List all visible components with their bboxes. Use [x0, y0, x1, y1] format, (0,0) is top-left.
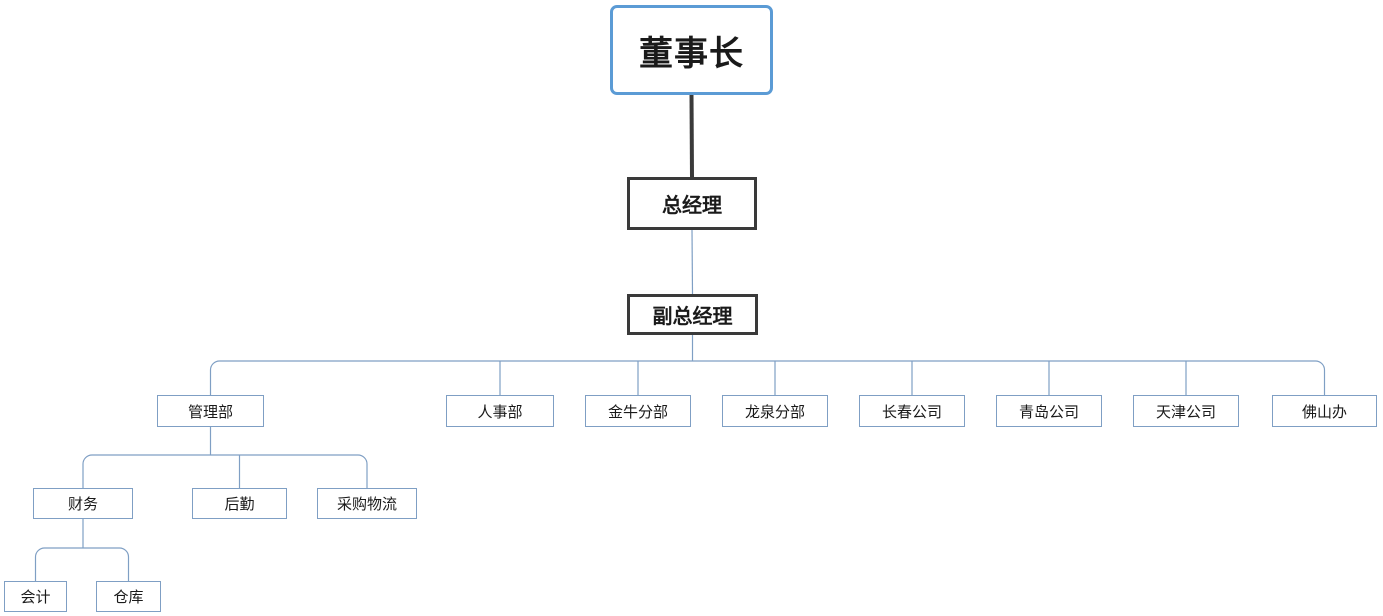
- org-node-longquan[interactable]: 龙泉分部: [722, 395, 828, 427]
- org-node-tianjin[interactable]: 天津公司: [1133, 395, 1239, 427]
- org-node-foshan[interactable]: 佛山办: [1272, 395, 1377, 427]
- bus-level3: [209, 360, 1326, 371]
- org-node-label: 佛山办: [1301, 403, 1347, 421]
- edge-chairman-gm: [689, 94, 694, 178]
- org-node-label: 天津公司: [1155, 403, 1216, 421]
- org-node-label: 管理部: [187, 403, 233, 421]
- org-node-changchun[interactable]: 长春公司: [859, 395, 965, 427]
- org-node-accounting[interactable]: 会计: [4, 581, 67, 612]
- org-node-gm[interactable]: 总经理: [627, 177, 757, 230]
- org-node-label: 财务: [67, 496, 98, 513]
- org-node-label: 青岛公司: [1018, 403, 1079, 421]
- bus-level4: [82, 454, 368, 465]
- org-node-label: 会计: [20, 589, 51, 606]
- org-node-label: 后勤: [224, 496, 255, 513]
- org-node-management[interactable]: 管理部: [157, 395, 264, 427]
- org-node-procurement[interactable]: 采购物流: [317, 488, 417, 519]
- org-node-finance[interactable]: 财务: [33, 488, 133, 519]
- org-node-chairman[interactable]: 董事长: [610, 5, 773, 95]
- org-node-logistics[interactable]: 后勤: [192, 488, 287, 519]
- org-node-label: 长春公司: [881, 403, 942, 421]
- org-node-label: 龙泉分部: [744, 403, 805, 421]
- org-node-deputy_gm[interactable]: 副总经理: [627, 294, 758, 335]
- org-node-label: 董事长: [639, 34, 744, 73]
- org-node-label: 总经理: [662, 195, 722, 217]
- org-node-label: 副总经理: [652, 306, 733, 328]
- org-node-warehouse[interactable]: 仓库: [96, 581, 161, 612]
- org-node-hr[interactable]: 人事部: [446, 395, 554, 427]
- org-node-label: 采购物流: [336, 496, 397, 513]
- org-node-label: 仓库: [113, 589, 144, 606]
- edge-gm-deputy_gm: [691, 229, 694, 295]
- bus-level5: [34, 547, 130, 558]
- org-node-jinniu[interactable]: 金牛分部: [585, 395, 691, 427]
- org-node-label: 金牛分部: [607, 403, 668, 421]
- org-node-qingdao[interactable]: 青岛公司: [996, 395, 1102, 427]
- org-node-label: 人事部: [477, 403, 523, 421]
